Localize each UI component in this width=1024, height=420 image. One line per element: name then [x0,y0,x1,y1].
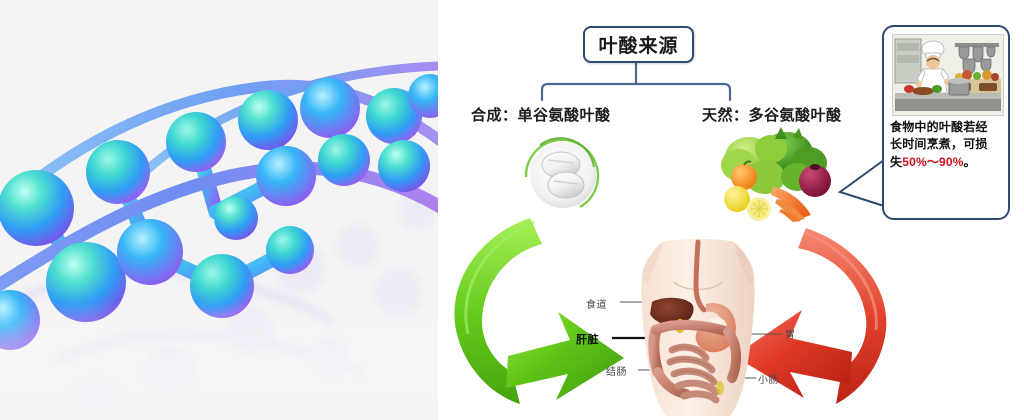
title-branch-connector [540,57,732,102]
cooking-loss-callout: 食物中的叶酸若经 长时间烹煮，可损 失50%～90%。 [882,25,1010,220]
anatomy-label-liver: 肝脏 [576,334,599,346]
anatomy-label-esophagus: 食道 [586,300,607,311]
callout-percent-range: 50%～90% [902,154,964,169]
dna-illustration-panel [0,0,438,420]
dna-helix-svg [0,0,438,420]
anatomy-label-stomach: 胃 [785,330,796,341]
anatomy-label-small-intestine: 小肠 [758,375,779,386]
callout-prefix: 失 [890,154,903,169]
callout-suffix: 。 [963,154,976,169]
folate-tablet-image [518,133,604,219]
callout-line-1: 食物中的叶酸若经 [890,120,988,134]
callout-text-block: 食物中的叶酸若经 长时间烹煮，可损 失50%～90%。 [890,119,1008,171]
folate-source-diagram-panel: 叶酸来源 合成：单谷氨酸叶酸 天然：多谷氨酸叶酸 [438,0,1024,420]
callout-tail-shape [837,158,888,208]
branch-label-natural: 天然：多谷氨酸叶酸 [702,107,842,124]
vegetables-fruit-image [715,125,840,225]
kitchen-chef-image [892,34,1004,116]
anatomy-label-colon: 结肠 [606,367,627,378]
callout-line-3: 失50%～90%。 [890,154,1008,171]
digestive-system-anatomy-image [628,238,768,418]
callout-line-2: 长时间烹煮，可损 [890,137,988,152]
page-title: 叶酸来源 [583,26,694,63]
green-absorption-arrow [454,218,624,404]
branch-label-synthetic: 合成：单谷氨酸叶酸 [471,107,611,124]
